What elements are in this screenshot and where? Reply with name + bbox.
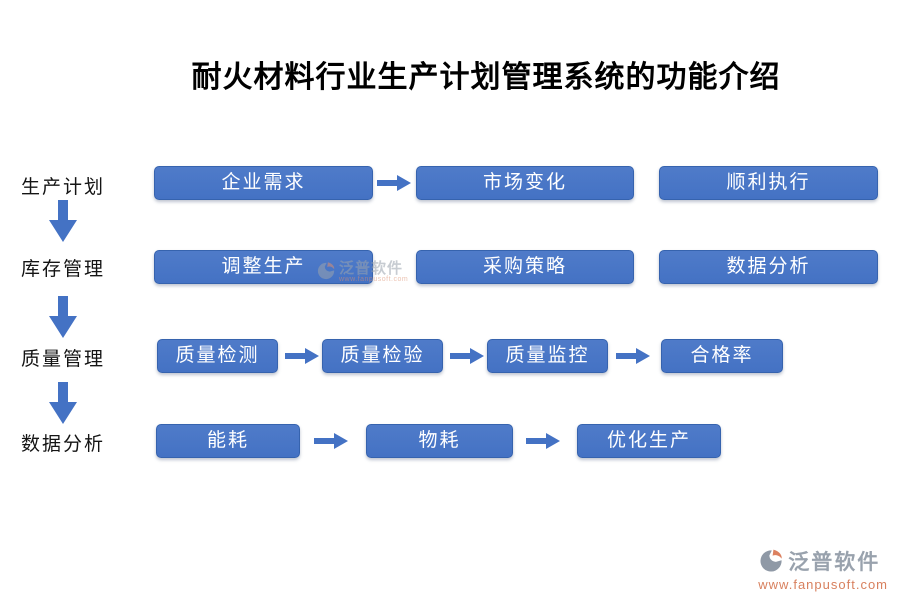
- logo-url-text: www.fanpusoft.com: [758, 577, 888, 592]
- flow-box-optimize-production: 优化生产: [577, 424, 721, 458]
- stage-label-quality-management: 质量管理: [20, 349, 105, 370]
- fanpu-logo: 泛普软件 www.fanpusoft.com: [758, 546, 888, 592]
- right-arrow-icon: [526, 433, 560, 449]
- flow-box-procurement-strategy: 采购策略: [416, 250, 634, 284]
- flow-box-quality-inspection: 质量检验: [322, 339, 443, 373]
- flow-box-data-analysis: 数据分析: [659, 250, 878, 284]
- flow-box-energy-consumption: 能耗: [156, 424, 300, 458]
- flow-box-quality-testing: 质量检测: [157, 339, 278, 373]
- logo-brand-text: 泛普软件: [788, 551, 881, 574]
- watermark-brand: 泛普软件: [339, 260, 404, 277]
- right-arrow-icon: [314, 433, 348, 449]
- flow-box-market-change: 市场变化: [416, 166, 634, 200]
- stage-label-inventory-management: 库存管理: [20, 259, 105, 280]
- flow-box-smooth-execution: 顺利执行: [659, 166, 878, 200]
- stage-label-production-plan: 生产计划: [20, 177, 105, 198]
- flow-box-pass-rate: 合格率: [661, 339, 783, 373]
- down-arrow-icon: [49, 200, 77, 242]
- fanpu-watermark: 泛普软件 www.fanpusoft.com: [316, 261, 408, 284]
- right-arrow-icon: [616, 348, 650, 364]
- flow-box-material-consumption: 物耗: [366, 424, 513, 458]
- fanpu-logo-icon: [758, 548, 784, 574]
- watermark-url: www.fanpusoft.com: [339, 276, 409, 283]
- right-arrow-icon: [285, 348, 319, 364]
- stage-label-data-analysis: 数据分析: [20, 434, 105, 455]
- down-arrow-icon: [49, 382, 77, 424]
- down-arrow-icon: [49, 296, 77, 338]
- fanpu-logo-icon: [316, 261, 336, 281]
- right-arrow-icon: [450, 348, 484, 364]
- flow-box-adjust-production: 调整生产: [154, 250, 373, 284]
- right-arrow-icon: [377, 175, 411, 191]
- flow-box-enterprise-demand: 企业需求: [154, 166, 373, 200]
- flow-box-quality-monitoring: 质量监控: [487, 339, 608, 373]
- page-title: 耐火材料行业生产计划管理系统的功能介绍: [191, 61, 781, 94]
